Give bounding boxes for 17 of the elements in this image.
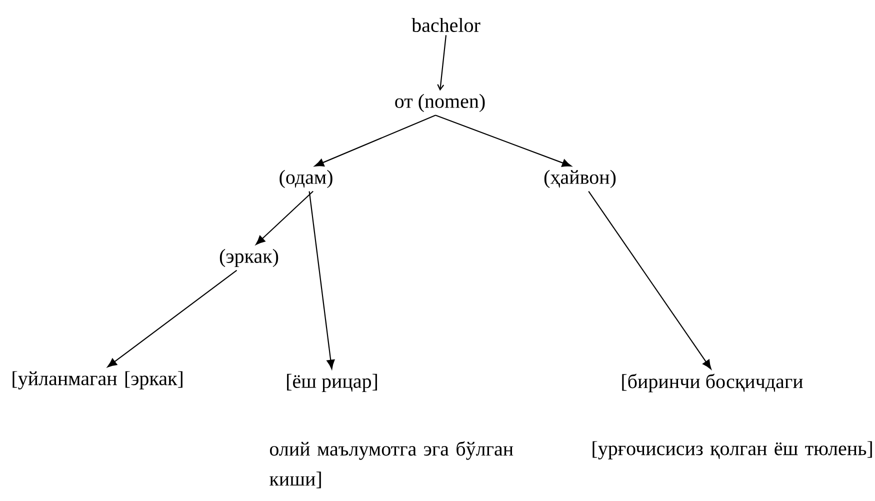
term-text: bachelor [412,18,480,32]
term-text: [ёш рицар] [287,374,377,392]
arrow [256,190,314,245]
arrow [588,190,712,370]
arrow [107,270,238,368]
term-text: (одам) [280,170,332,188]
note-text: [урғочисисиз қолган ёш тюлень] [592,441,872,460]
term-text: [уйланмаган [эркак] [12,371,182,390]
term-text: (эркак) [220,248,278,268]
term-text: (ҳайвон) [544,170,616,188]
note-text: олий маълумотга эга бўлган киши] [270,441,514,488]
arrow [314,114,436,166]
arrow [435,114,572,167]
term-text: от (nomen) [395,94,485,112]
arrow [437,35,447,91]
term-text: [биринчи босқичдаги [622,374,803,392]
arrow [308,191,335,370]
